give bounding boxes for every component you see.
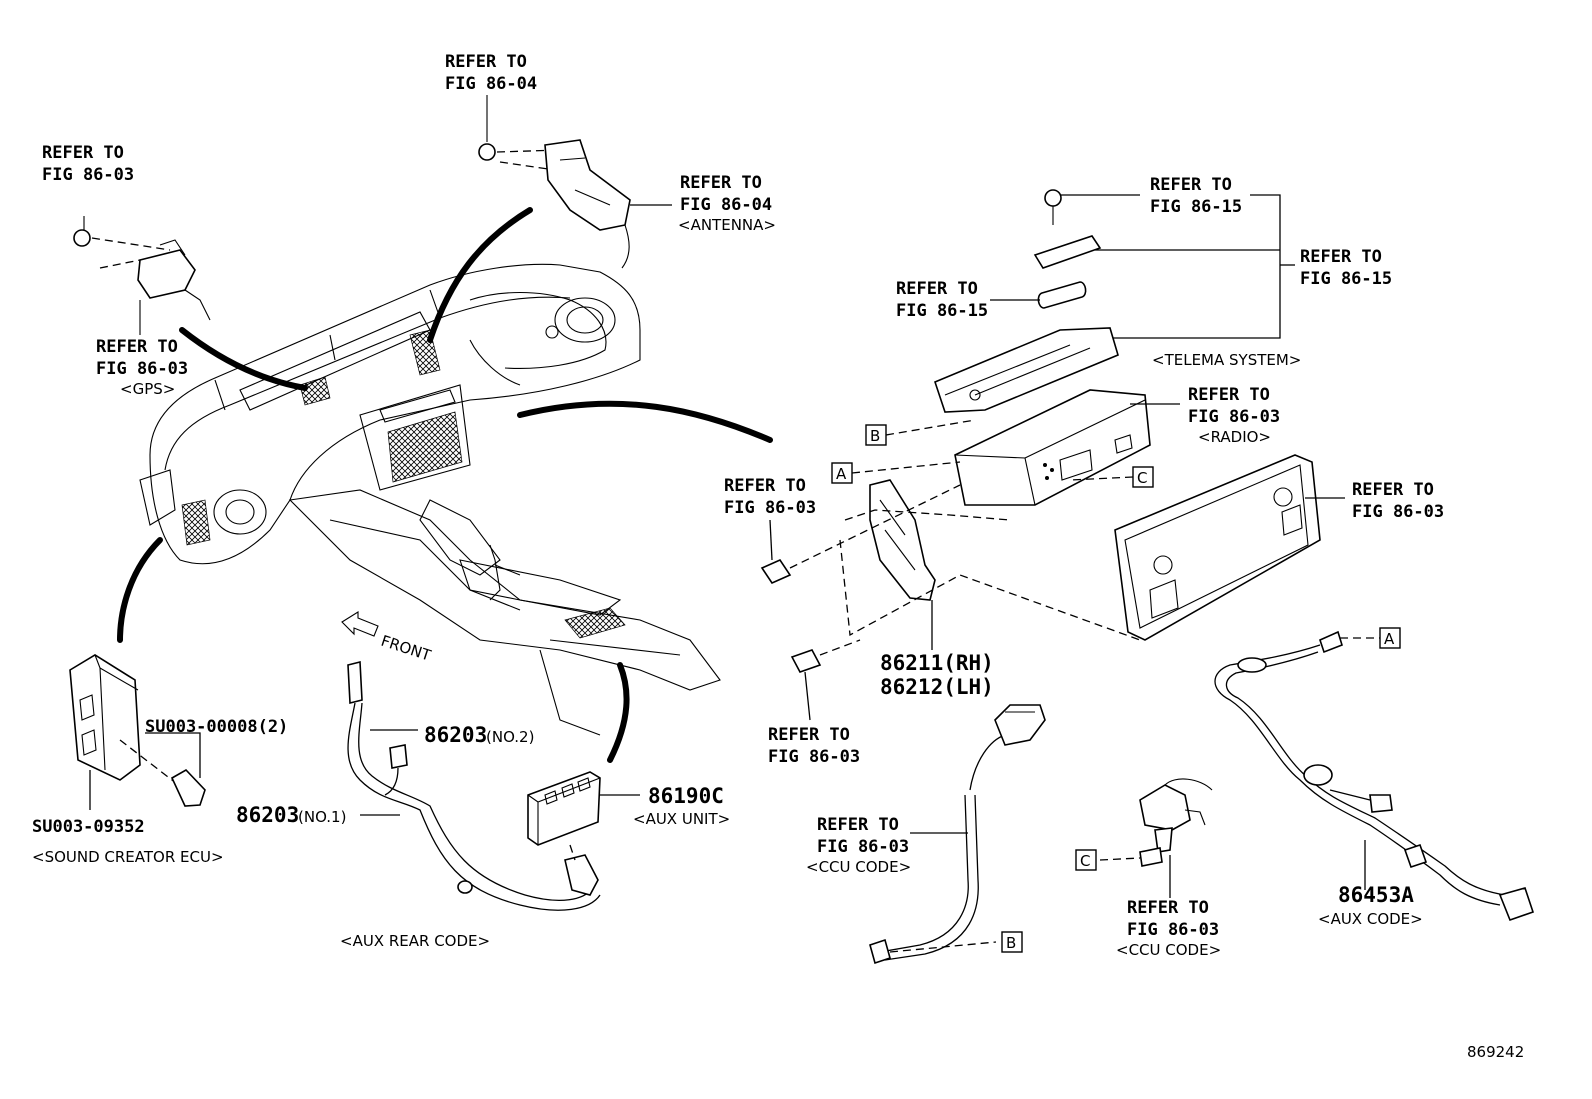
refer-screw-upper-1: REFER TO [724,476,806,496]
refer-radio-1: REFER TO [1188,385,1270,405]
refer-radio-2: FIG 86-03 [1188,407,1280,427]
refer-gps-bolt-1: REFER TO [42,143,124,163]
part-86203-no2-suffix: (NO.2) [486,728,534,746]
telema-group: REFER TO FIG 86-15 REFER TO FIG 86-15 RE… [896,175,1392,413]
aux-code-group: A 86453A <AUX CODE> [1214,627,1535,928]
refer-antenna-bolt-2: FIG 86-04 [445,74,537,94]
aux-rear-caption: <AUX REAR CODE> [340,932,490,950]
connector-icon [1369,794,1393,813]
antenna-caption: <ANTENNA> [678,216,776,234]
connector-icon [347,660,363,705]
callout-b-label: B [1006,934,1016,952]
callout-c-label: C [1137,469,1147,487]
part-86203-no2: 86203 [424,723,487,747]
bolt-icon [170,768,206,807]
sound-creator-caption: <SOUND CREATOR ECU> [32,848,224,866]
callout-c-box [1075,849,1097,871]
callout-a-label: A [836,465,847,483]
gps-caption: <GPS> [120,380,175,398]
cylinder-icon [1037,281,1087,309]
antenna-group: REFER TO FIG 86-04 REFER TO FIG 86-04 <A… [445,52,776,269]
refer-antenna-1: REFER TO [680,173,762,193]
part-86203-no1: 86203 [236,803,299,827]
aux-unit-caption: <AUX UNIT> [633,810,730,828]
refer-telema-2: FIG 86-15 [1300,269,1392,289]
aux-rear-code-group: 86203 (NO.2) 86203 (NO.1) <AUX REAR CODE… [236,660,601,950]
callout-b-label: B [870,427,880,445]
refer-ccu-b-1: REFER TO [817,815,899,835]
ccu-code-c-group: C REFER TO FIG 86-03 <CCU CODE> [1075,778,1221,959]
bracket-86211-icon [869,479,936,601]
refer-telema-cyl-2: FIG 86-15 [896,301,988,321]
refer-faceplate-1: REFER TO [1352,480,1434,500]
bolt-icon [73,229,91,247]
ccu-c-caption: <CCU CODE> [1116,941,1221,959]
connector-icon [1498,887,1535,922]
refer-ccu-c-2: FIG 86-03 [1127,920,1219,940]
refer-screw-lower-2: FIG 86-03 [768,747,860,767]
refer-screw-upper-2: FIG 86-03 [724,498,816,518]
instrument-panel-drawing [117,207,773,763]
connector-icon [564,854,599,896]
front-label: FRONT [379,632,434,665]
refer-antenna-2: FIG 86-04 [680,195,772,215]
connector-icon [869,938,891,965]
screw-icon [760,558,792,585]
screw-icon [790,649,822,673]
connector-icon [1319,630,1343,654]
antenna-unit-icon [544,139,631,231]
refer-ccu-b-2: FIG 86-03 [817,837,909,857]
radio-group: REFER TO FIG 86-03 <RADIO> B A C 86211(R… [724,385,1444,767]
bracket-icon [1033,235,1102,269]
connector-icon [1139,784,1191,831]
refer-telema-screw-2: FIG 86-15 [1150,197,1242,217]
bolt-icon [478,143,496,161]
refer-gps-2: FIG 86-03 [96,359,188,379]
sound-creator-group: SU003-00008(2) SU003-09352 <SOUND CREATO… [32,654,288,866]
radio-faceplate-icon [1114,454,1321,641]
ccu-b-caption: <CCU CODE> [806,858,911,876]
part-su-bolt: SU003-00008(2) [145,717,288,737]
telema-unit-icon [934,327,1119,413]
refer-antenna-bolt-1: REFER TO [445,52,527,72]
refer-gps-1: REFER TO [96,337,178,357]
refer-ccu-c-1: REFER TO [1127,898,1209,918]
gps-group: REFER TO FIG 86-03 REFER TO FIG 86-03 <G… [42,143,211,398]
refer-screw-lower-1: REFER TO [768,725,850,745]
part-86211: 86211(RH) [880,651,994,675]
telema-caption: <TELEMA SYSTEM> [1152,351,1301,369]
part-86212: 86212(LH) [880,675,994,699]
ccu-code-b-group: REFER TO FIG 86-03 <CCU CODE> B [806,704,1046,965]
refer-faceplate-2: FIG 86-03 [1352,502,1444,522]
screw-icon [1044,189,1062,207]
part-86453a: 86453A [1338,883,1414,907]
part-86203-no1-suffix: (NO.1) [298,808,346,826]
connector-icon [994,704,1046,746]
part-su-ecu: SU003-09352 [32,817,145,837]
callout-a-label: A [1384,630,1395,648]
aux-code-caption: <AUX CODE> [1318,910,1423,928]
refer-telema-cyl-1: REFER TO [896,279,978,299]
radio-unit-icon [954,389,1151,506]
diagram-id: 869242 [1467,1043,1524,1061]
radio-caption: <RADIO> [1198,428,1271,446]
refer-telema-screw-1: REFER TO [1150,175,1232,195]
callout-c-label: C [1080,852,1090,870]
part-86190c: 86190C [648,784,724,808]
refer-gps-bolt-2: FIG 86-03 [42,165,134,185]
front-arrow: FRONT [341,611,434,665]
connector-icon [389,744,408,769]
callout-b-box [1001,931,1023,953]
aux-unit-group: 86190C <AUX UNIT> [527,771,730,861]
refer-telema-1: REFER TO [1300,247,1382,267]
